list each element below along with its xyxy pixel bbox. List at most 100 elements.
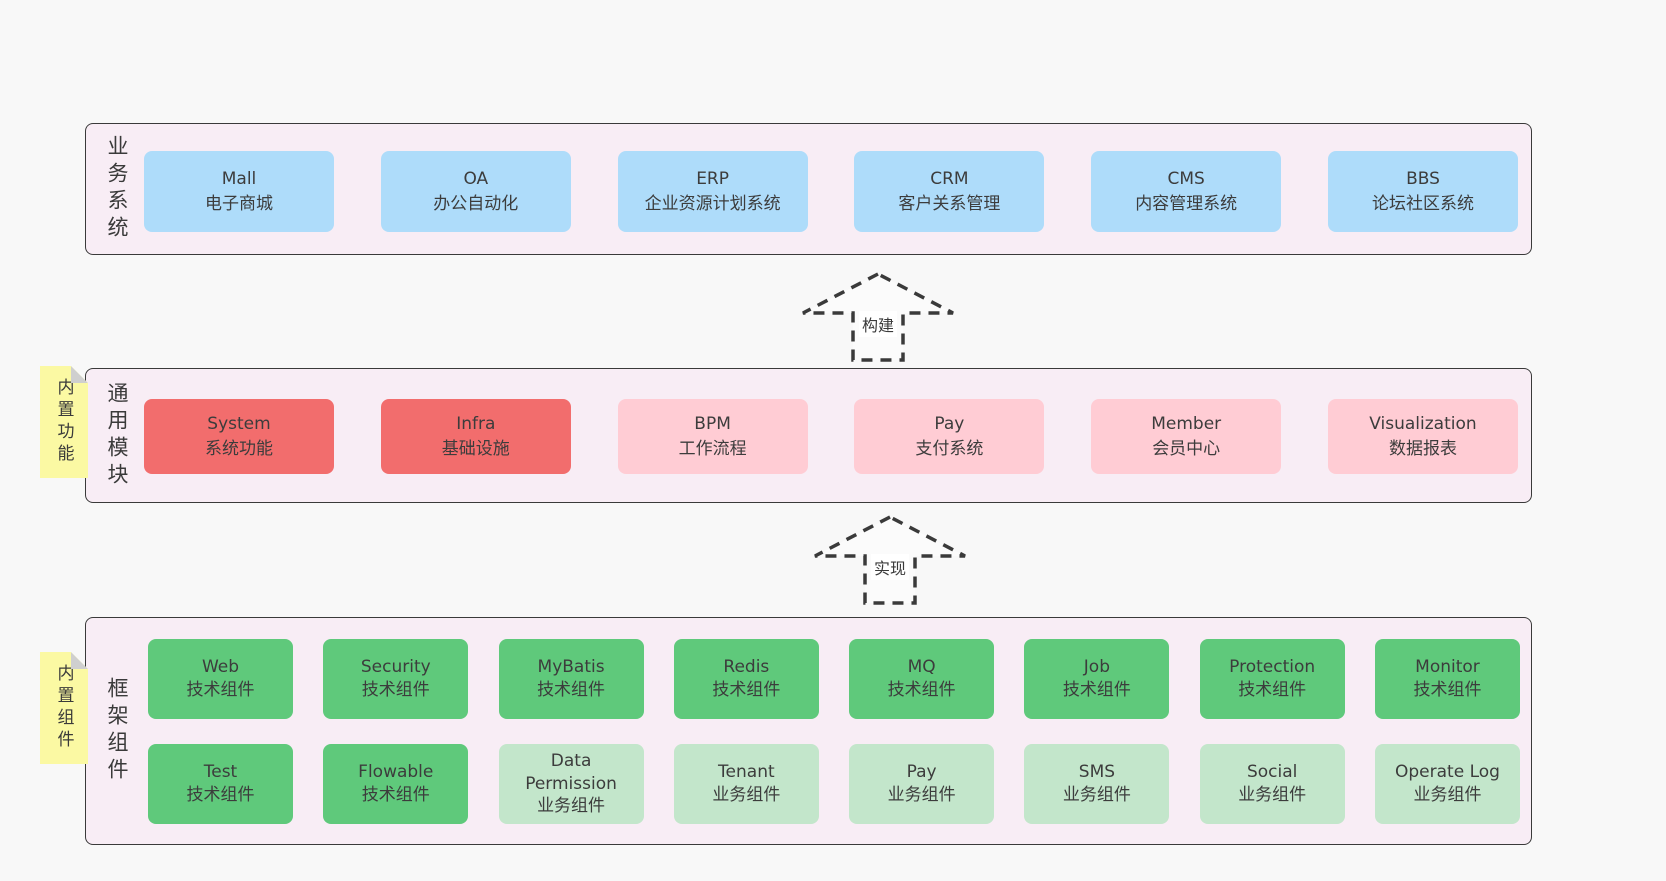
box-subtitle: 技术组件	[1062, 680, 1131, 700]
box-job: Job 技术组件	[1024, 639, 1170, 719]
box-title: Protection	[1229, 657, 1316, 678]
business-box-row: Mall 电子商城 OA 办公自动化 ERP 企业资源计划系统 CRM 客户关系…	[144, 151, 1518, 232]
box-subtitle: 技术组件	[186, 785, 255, 805]
box-subtitle: 系统功能	[205, 438, 273, 459]
box-flowable: Flowable 技术组件	[323, 744, 469, 824]
box-title: CMS	[1167, 168, 1205, 189]
box-title: Web	[201, 657, 240, 678]
note-built-in-features: 内置功能	[40, 366, 88, 478]
box-mall: Mall 电子商城	[144, 151, 334, 232]
box-system: System 系统功能	[144, 399, 334, 474]
box-title: Monitor	[1415, 657, 1480, 678]
box-monitor: Monitor 技术组件	[1374, 639, 1520, 719]
arrow-label-build: 构建	[858, 311, 898, 337]
box-title: MyBatis	[537, 657, 605, 678]
box-subtitle: 技术组件	[537, 680, 606, 700]
box-subtitle: 业务组件	[1062, 785, 1131, 805]
box-subtitle: 业务组件	[1238, 785, 1307, 805]
box-subtitle: 技术组件	[1413, 680, 1482, 700]
box-title: Data Permission	[525, 750, 617, 794]
box-subtitle: 技术组件	[361, 680, 430, 700]
panel-business-systems: 业务系统 Mall 电子商城 OA 办公自动化 ERP 企业资源计划系统 CRM…	[85, 123, 1532, 255]
modules-box-row: System 系统功能 Infra 基础设施 BPM 工作流程 Pay 支付系统…	[144, 399, 1518, 474]
box-title: Pay	[906, 762, 937, 783]
box-title: Infra	[456, 413, 496, 434]
box-subtitle: 业务组件	[712, 785, 781, 805]
box-title: Mall	[221, 168, 257, 189]
panel-label-business-systems: 业务系统	[105, 135, 129, 243]
box-bpm: BPM 工作流程	[617, 399, 808, 474]
box-data-permission: Data Permission 业务组件	[498, 744, 644, 824]
box-title: MQ	[907, 657, 936, 678]
box-protection: Protection 技术组件	[1199, 639, 1345, 719]
box-visualization: Visualization 数据报表	[1327, 399, 1518, 474]
box-subtitle: 企业资源计划系统	[644, 193, 781, 214]
box-subtitle: 业务组件	[887, 785, 956, 805]
box-title: Test	[203, 762, 238, 783]
box-title: Job	[1083, 657, 1111, 678]
box-web: Web 技术组件	[148, 639, 293, 719]
arrow-implement: 实现	[812, 514, 968, 606]
box-social: Social 业务组件	[1199, 744, 1345, 824]
box-title: SMS	[1078, 762, 1116, 783]
panel-framework-components: 框架组件 Web 技术组件 Security 技术组件 MyBatis 技术组件…	[85, 617, 1532, 845]
box-mq: MQ 技术组件	[849, 639, 995, 719]
box-subtitle: 客户关系管理	[898, 193, 1001, 214]
box-title: Visualization	[1369, 413, 1477, 434]
box-title: ERP	[696, 168, 729, 189]
box-title: OA	[463, 168, 489, 189]
box-subtitle: 技术组件	[361, 785, 430, 805]
box-subtitle: 支付系统	[915, 438, 984, 459]
box-subtitle: 论坛社区系统	[1371, 193, 1474, 214]
box-oa: OA 办公自动化	[380, 151, 571, 232]
box-tenant: Tenant 业务组件	[673, 744, 819, 824]
box-member: Member 会员中心	[1091, 399, 1282, 474]
box-bbs: BBS 论坛社区系统	[1327, 151, 1518, 232]
box-subtitle: 基础设施	[441, 438, 510, 459]
box-title: Member	[1151, 413, 1222, 434]
box-cms: CMS 内容管理系统	[1091, 151, 1282, 232]
box-title: Operate Log	[1395, 762, 1500, 783]
box-subtitle: 技术组件	[712, 680, 781, 700]
box-title: Tenant	[718, 762, 775, 783]
box-redis: Redis 技术组件	[673, 639, 819, 719]
arrow-build: 构建	[800, 271, 956, 363]
box-subtitle: 业务组件	[1413, 785, 1482, 805]
box-sms: SMS 业务组件	[1024, 744, 1170, 824]
box-title: System	[207, 413, 271, 434]
box-title: Security	[360, 657, 431, 678]
box-subtitle: 业务组件	[537, 796, 606, 817]
box-mybatis: MyBatis 技术组件	[498, 639, 644, 719]
box-erp: ERP 企业资源计划系统	[617, 151, 808, 232]
box-subtitle: 电子商城	[205, 193, 273, 214]
box-title: CRM	[930, 168, 969, 189]
box-title: Social	[1246, 762, 1298, 783]
box-title: Pay	[934, 413, 965, 434]
box-subtitle: 技术组件	[887, 680, 956, 700]
box-crm: CRM 客户关系管理	[854, 151, 1045, 232]
panel-label-framework-components: 框架组件	[105, 677, 129, 785]
box-operate-log: Operate Log 业务组件	[1374, 744, 1520, 824]
box-subtitle: 技术组件	[186, 680, 255, 700]
components-box-row-1: Web 技术组件 Security 技术组件 MyBatis 技术组件 Redi…	[148, 639, 1520, 719]
box-title: BPM	[694, 413, 731, 434]
box-pay-component: Pay 业务组件	[849, 744, 995, 824]
box-subtitle: 工作流程	[678, 438, 747, 459]
box-subtitle: 数据报表	[1388, 438, 1457, 459]
box-security: Security 技术组件	[323, 639, 469, 719]
panel-label-common-modules: 通用模块	[105, 381, 129, 490]
box-pay-module: Pay 支付系统	[854, 399, 1045, 474]
box-subtitle: 技术组件	[1238, 680, 1307, 700]
box-subtitle: 办公自动化	[433, 193, 519, 214]
box-infra: Infra 基础设施	[380, 399, 571, 474]
note-text: 内置组件	[53, 664, 74, 752]
components-box-row-2: Test 技术组件 Flowable 技术组件 Data Permission …	[148, 744, 1520, 824]
panel-common-modules: 通用模块 System 系统功能 Infra 基础设施 BPM 工作流程 Pay…	[85, 368, 1532, 503]
box-subtitle: 会员中心	[1152, 438, 1221, 459]
box-test: Test 技术组件	[148, 744, 293, 824]
note-built-in-components: 内置组件	[40, 652, 88, 764]
note-text: 内置功能	[53, 378, 74, 466]
box-title: Flowable	[358, 762, 434, 783]
box-title: Redis	[723, 657, 770, 678]
